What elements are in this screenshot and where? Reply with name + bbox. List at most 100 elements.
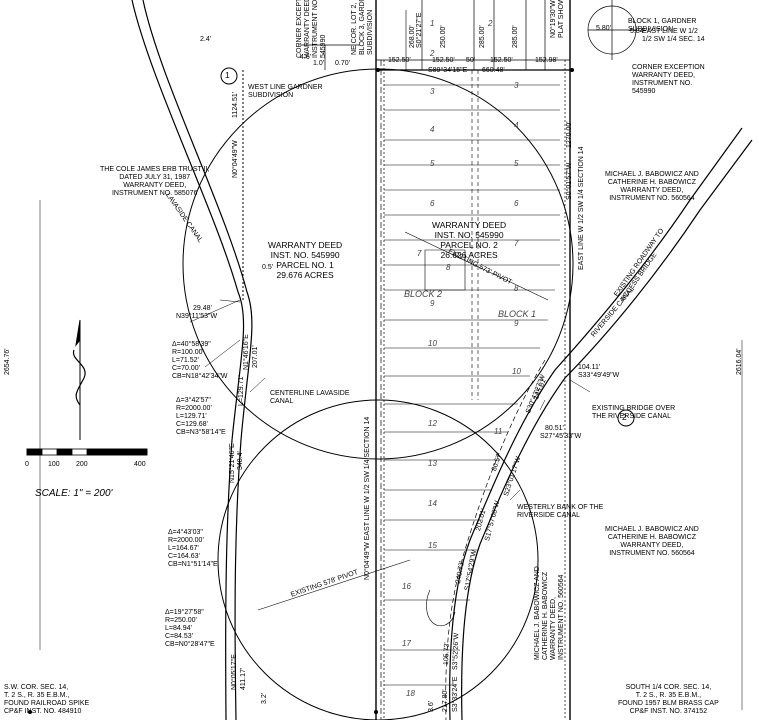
scale-tick-100: 100 bbox=[48, 461, 60, 468]
dim-top-1: 152.50' bbox=[388, 57, 411, 64]
dim-21780: 217.80' bbox=[442, 689, 449, 712]
east-line-left-label: N0°04'49"W EAST LINE W 1/2 SW 1/4 SECTIO… bbox=[364, 416, 371, 580]
lot-11: 11 bbox=[494, 427, 503, 436]
riverside-canal-west bbox=[449, 127, 743, 720]
dim-580: 5.80' bbox=[596, 25, 611, 32]
dim-top-3: 152.50' bbox=[490, 57, 513, 64]
dim-top-2: 152.50' bbox=[432, 57, 455, 64]
scale-bar bbox=[26, 448, 148, 456]
dim-20701-bearing: N1°46'16"E bbox=[243, 334, 250, 370]
dim-411-bearing: N0°05'17"E bbox=[231, 654, 238, 690]
dim-32: 3.2' bbox=[261, 692, 268, 704]
lot-16: 16 bbox=[402, 582, 411, 591]
dim-070: 0.70' bbox=[335, 60, 350, 67]
marker-2-label: 2 bbox=[622, 412, 627, 422]
lavaside-canal-west-bank bbox=[131, 0, 245, 720]
east-line-right-bearing: S0°01'57"W bbox=[566, 162, 573, 200]
dim-348: 348.4' bbox=[237, 451, 244, 470]
scale-label: SCALE: 1" = 200' bbox=[35, 488, 113, 499]
dim-1124-bearing: N0°04'49"W bbox=[232, 140, 239, 178]
dim-15: N15°21'46"E bbox=[229, 443, 236, 483]
north-arrow bbox=[72, 319, 86, 440]
dim-10573-bearing: S3°52'26"W bbox=[452, 632, 461, 671]
lot-b1-8: 8 bbox=[514, 284, 519, 293]
curve-2: Δ=3°42'57"R=2000.00'L=129.71'C=129.68'CB… bbox=[176, 397, 226, 436]
dim-left-outer: 2654.76' bbox=[4, 348, 11, 375]
riverside-canal-east bbox=[461, 139, 753, 720]
block-1-label: BLOCK 1 bbox=[498, 309, 537, 319]
dim-05: 0.5' bbox=[262, 264, 274, 271]
dim-584: 5.84' bbox=[630, 28, 645, 35]
lot-b1-10: 10 bbox=[512, 367, 521, 376]
lot-b1-5: 5 bbox=[514, 159, 519, 168]
marker-1-label: 1 bbox=[225, 70, 230, 80]
dim-n019: N0°19'30"W bbox=[550, 0, 557, 38]
lot-17: 17 bbox=[402, 639, 411, 648]
erb-trust-label: THE COLE JAMES ERB TRUST II,DATED JULY 3… bbox=[100, 166, 210, 197]
lot-b1-6: 6 bbox=[514, 199, 519, 208]
lot-5: 5 bbox=[430, 159, 435, 168]
lot-b1-9: 9 bbox=[514, 319, 519, 328]
dim-2948: 29.48' bbox=[193, 305, 212, 312]
scale-tick-200: 200 bbox=[76, 461, 88, 468]
dim-10411: 104.11' bbox=[578, 364, 601, 371]
lot-12: 12 bbox=[428, 419, 437, 428]
dim-25000: 250.00' bbox=[440, 25, 447, 48]
pivot-578-circle bbox=[217, 399, 539, 720]
dim-8051: 80.51' bbox=[545, 425, 564, 432]
lot-3: 3 bbox=[430, 87, 435, 96]
dim-brg-top: S0°21'27"E bbox=[416, 12, 423, 48]
lot-15: 15 bbox=[428, 541, 437, 550]
lot-4: 4 bbox=[430, 125, 435, 134]
dim-1124: 1124.51' bbox=[232, 91, 239, 118]
dim-10: 1.0' bbox=[313, 60, 325, 67]
lot-8: 8 bbox=[446, 263, 451, 272]
dim-10411-bearing: S33°49'49"W bbox=[578, 372, 620, 379]
marker-2 bbox=[617, 409, 635, 427]
marker-1 bbox=[220, 67, 238, 85]
south-corner-label: SOUTH 1/4 COR. SEC. 14,T. 2 S., R. 35 E.… bbox=[618, 684, 719, 715]
curve-4: Δ=19°27'58"R=250.00'L=84.94'C=84.53'CB=N… bbox=[165, 609, 215, 648]
lot-6: 6 bbox=[430, 199, 435, 208]
dim-top-4: 152.98' bbox=[535, 57, 558, 64]
dim-21780-bearing: S3°33'24"E bbox=[452, 676, 459, 712]
dim-top-bearing: S89°34'15"E bbox=[428, 67, 468, 74]
dim-411: 411.17' bbox=[240, 667, 247, 690]
dim-28500b: 285.00' bbox=[512, 25, 519, 48]
dim-2948-bearing: N39°11'53"W bbox=[176, 313, 218, 320]
dim-8051-bearing: S27°45'33"W bbox=[540, 433, 582, 440]
lot-1: 1 bbox=[430, 19, 435, 28]
lot-2: 2 bbox=[430, 49, 435, 58]
dim-plat: PLAT SHOWS bbox=[558, 0, 565, 38]
lot-14: 14 bbox=[428, 499, 437, 508]
east-line-right-label: EAST LINE W 1/2 SW 1/4 SECTION 14 bbox=[578, 146, 585, 270]
lot-b1-4: 4 bbox=[514, 121, 519, 130]
scale-tick-0: 0 bbox=[25, 461, 29, 468]
dim-12971: L=129.71' bbox=[238, 375, 245, 406]
scale-tick-400: 400 bbox=[134, 461, 146, 468]
block-2-label: BLOCK 2 bbox=[404, 289, 443, 299]
lot-10: 10 bbox=[428, 339, 437, 348]
curve-1: Δ=40°58'39"R=100.00'L=71.52'C=70.00'CB=N… bbox=[172, 341, 228, 380]
dim-28500: 285.00' bbox=[479, 25, 486, 48]
dim-top-660: 660.48' bbox=[482, 67, 505, 74]
lot-b1-2: 2 bbox=[488, 19, 493, 28]
lot-18: 18 bbox=[406, 689, 415, 698]
dim-10573: 105.73' bbox=[443, 642, 451, 666]
lot-13: 13 bbox=[428, 459, 437, 468]
dim-top-50: 50' bbox=[466, 57, 476, 64]
